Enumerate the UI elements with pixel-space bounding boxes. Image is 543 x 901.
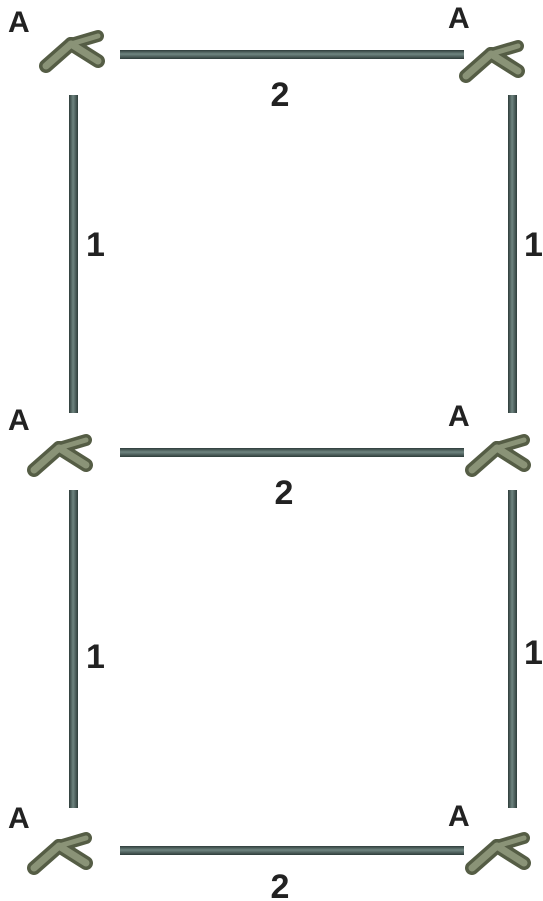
elbow-connector-icon <box>46 36 98 66</box>
horizontal-pipe-label: 2 <box>271 868 290 901</box>
vertical-pipe-right-upper <box>508 95 517 413</box>
vertical-pipe-label: 1 <box>524 226 543 264</box>
vertical-pipe-left-lower <box>69 490 78 808</box>
elbow-connector-icon <box>34 440 86 470</box>
connector-label: A <box>448 800 470 833</box>
vertical-pipe-label: 1 <box>86 638 105 676</box>
connector-label: A <box>448 400 470 433</box>
vertical-pipe-label: 1 <box>524 634 543 672</box>
connector-label: A <box>8 404 30 437</box>
connector-label: A <box>448 2 470 35</box>
horizontal-pipe-middle <box>120 448 464 457</box>
connector-label: A <box>8 6 30 39</box>
elbow-connector-icon <box>472 440 524 470</box>
vertical-pipe-left-upper <box>69 95 78 413</box>
vertical-pipe-label: 1 <box>86 226 105 264</box>
horizontal-pipe-bottom <box>120 846 464 855</box>
connector-label: A <box>8 802 30 835</box>
horizontal-pipe-top <box>120 50 464 59</box>
elbow-connector-icon <box>34 838 86 868</box>
horizontal-pipe-label: 2 <box>275 474 294 512</box>
vertical-pipe-right-lower <box>508 490 517 808</box>
elbow-connector-icon <box>472 838 524 868</box>
horizontal-pipe-label: 2 <box>271 76 290 114</box>
elbow-connector-icon <box>466 46 518 76</box>
